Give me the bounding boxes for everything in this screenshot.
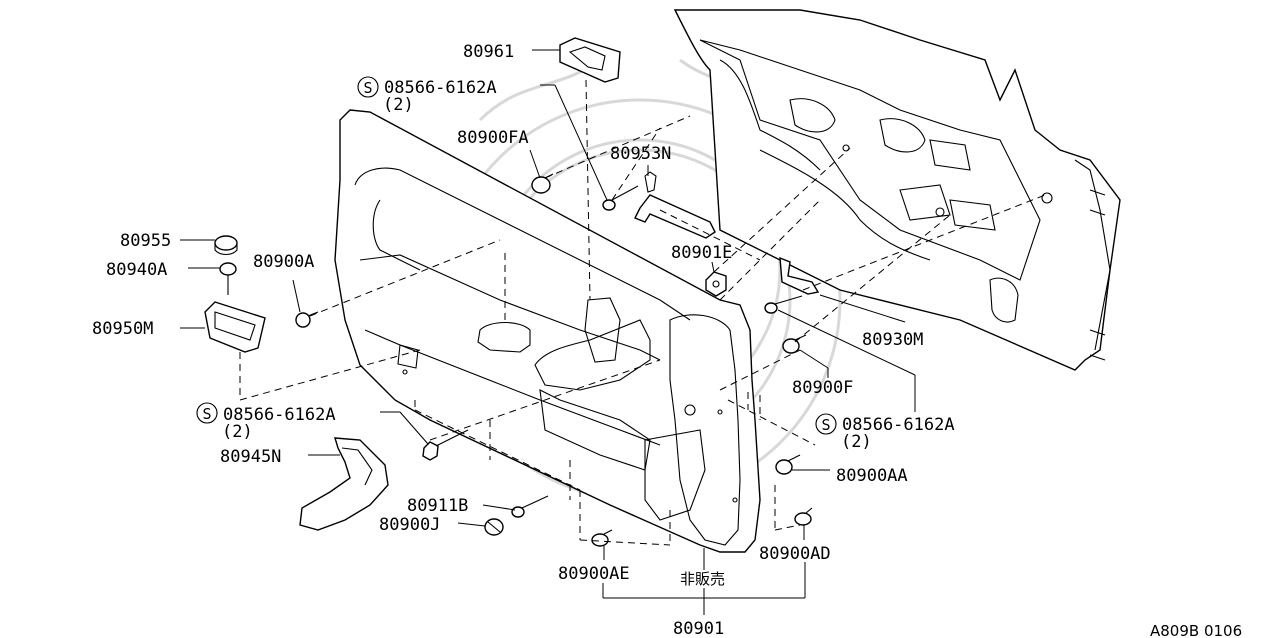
clip-80900J [484,518,504,536]
svg-text:S: S [821,416,830,434]
label-08566-top: 08566-6162A [384,78,497,98]
screw-80911B [511,495,549,518]
label-80900AA: 80900AA [836,466,908,486]
nut-80901E [705,271,727,297]
label-80901E: 80901E [671,243,732,263]
s-symbol-right: S [815,413,837,435]
s-symbol-top: S [357,76,379,98]
clip-80900AD [794,507,813,526]
screw-08566-top [602,185,639,211]
label-80955: 80955 [120,231,171,251]
label-80900AE: 80900AE [558,564,630,584]
door-trim-panel [334,109,761,553]
label-80900FA: 80900FA [457,128,529,148]
label-80940A: 80940A [106,260,167,280]
leader-lines [180,49,916,615]
clip-80900A [295,311,319,328]
clip-80900F [782,334,807,354]
label-80953N: 80953N [610,144,671,164]
label-80900J: 80900J [379,515,440,535]
svg-text:S: S [202,405,211,423]
label-08566-left: 08566-6162A [223,405,336,425]
label-80961: 80961 [463,42,514,62]
handle-bezel-80961 [559,37,621,83]
switch-bezel-80950M [204,301,266,353]
label-not-for-sale: 非販売 [680,570,725,588]
s-symbol-left: S [196,402,218,424]
label-80900F: 80900F [792,378,853,398]
bracket-80953N [634,171,716,239]
label-08566-left-qty: (2) [222,422,253,442]
label-08566-top-qty: (2) [383,95,414,115]
reference-code: A809B 0106 [1150,622,1242,638]
clip-80900AE [591,529,613,547]
label-80911B: 80911B [407,496,468,516]
armrest-grip-80945N [299,437,389,531]
assembly-dashed-lines [239,79,1046,546]
label-08566-right-qty: (2) [841,432,872,452]
cap-80955 [214,235,238,256]
label-80930M: 80930M [862,330,923,350]
clip-80900AA [775,454,801,475]
bracket-80930M [764,256,820,314]
svg-text:S: S [363,79,372,97]
label-80900A: 80900A [253,252,314,272]
inner-door-panel [673,9,1121,371]
label-80945N: 80945N [220,447,281,467]
label-80900AD: 80900AD [759,544,831,564]
screw-80940A [219,262,237,295]
clip-80900FA [531,173,554,194]
label-80901: 80901 [673,619,724,638]
label-08566-right: 08566-6162A [842,415,955,435]
label-80950M: 80950M [92,319,153,339]
